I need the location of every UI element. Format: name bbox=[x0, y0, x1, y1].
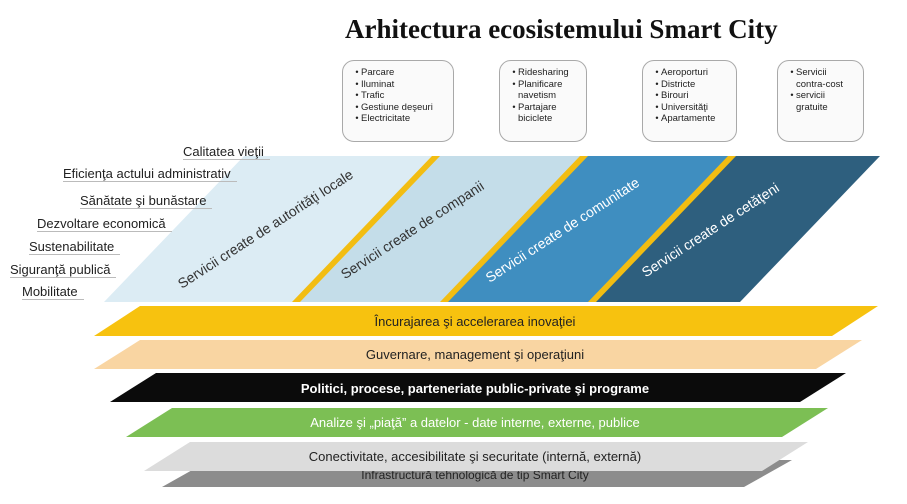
box-local-authorities: Parcare Iluminat Trafic Gestiune deşeuri… bbox=[342, 60, 454, 142]
box-item: Iluminat bbox=[361, 79, 447, 91]
box-item: Districte bbox=[661, 79, 730, 91]
dimension-label: Mobilitate bbox=[22, 284, 84, 300]
layer-label: Conectivitate, accesibilitate şi securit… bbox=[309, 449, 641, 464]
layer-policies bbox=[110, 373, 846, 402]
layer-innovation bbox=[94, 306, 878, 336]
dimension-label: Eficienţa actului administrativ bbox=[63, 166, 237, 182]
slab-edge bbox=[292, 156, 440, 302]
layer-data-analytics bbox=[126, 408, 828, 437]
dimension-label: Sustenabilitate bbox=[29, 239, 121, 255]
dimension-label: Siguranţă publică bbox=[10, 262, 117, 278]
box-community: Aeroporturi Districte Birouri Universită… bbox=[642, 60, 737, 142]
dimension-label: Sănătate şi bunăstare bbox=[80, 193, 213, 209]
box-item: Universităţi bbox=[661, 102, 730, 114]
dimension-label: Calitatea vieţii bbox=[183, 144, 270, 160]
layer-label: Guvernare, management şi operaţiuni bbox=[366, 347, 584, 362]
box-item: Apartamente bbox=[661, 113, 730, 125]
box-item: Ridesharing bbox=[518, 67, 580, 79]
diagram-title: Arhitectura ecosistemului Smart City bbox=[345, 14, 778, 44]
box-citizens: Servicii contra-cost servicii gratuite bbox=[777, 60, 864, 142]
box-item: Gestiune deşeuri bbox=[361, 102, 447, 114]
box-item: Aeroporturi bbox=[661, 67, 730, 79]
box-item: Planificare navetism bbox=[518, 79, 580, 102]
box-item: Partajare biciclete bbox=[518, 102, 580, 125]
layer-connectivity bbox=[144, 442, 808, 471]
box-item: Trafic bbox=[361, 90, 447, 102]
box-companies: Ridesharing Planificare navetism Partaja… bbox=[499, 60, 587, 142]
dimension-label: Dezvoltare economică bbox=[37, 216, 172, 232]
layer-label: Infrastructură tehnologică de tip Smart … bbox=[361, 468, 588, 482]
layer-label: Încurajarea şi accelerarea inovaţiei bbox=[374, 314, 576, 329]
box-item: Birouri bbox=[661, 90, 730, 102]
service-slab-local-authorities bbox=[104, 156, 436, 302]
box-item: Electricitate bbox=[361, 113, 447, 125]
layer-governance bbox=[94, 340, 862, 369]
slab-edge bbox=[440, 156, 588, 302]
slab-edge bbox=[588, 156, 736, 302]
layer-label: Politici, procese, parteneriate public-p… bbox=[301, 381, 649, 396]
box-item: Servicii contra-cost bbox=[796, 67, 857, 90]
layer-label: Analize şi „piaţă” a datelor - date inte… bbox=[310, 415, 640, 430]
box-item: Parcare bbox=[361, 67, 447, 79]
box-item: servicii gratuite bbox=[796, 90, 857, 113]
